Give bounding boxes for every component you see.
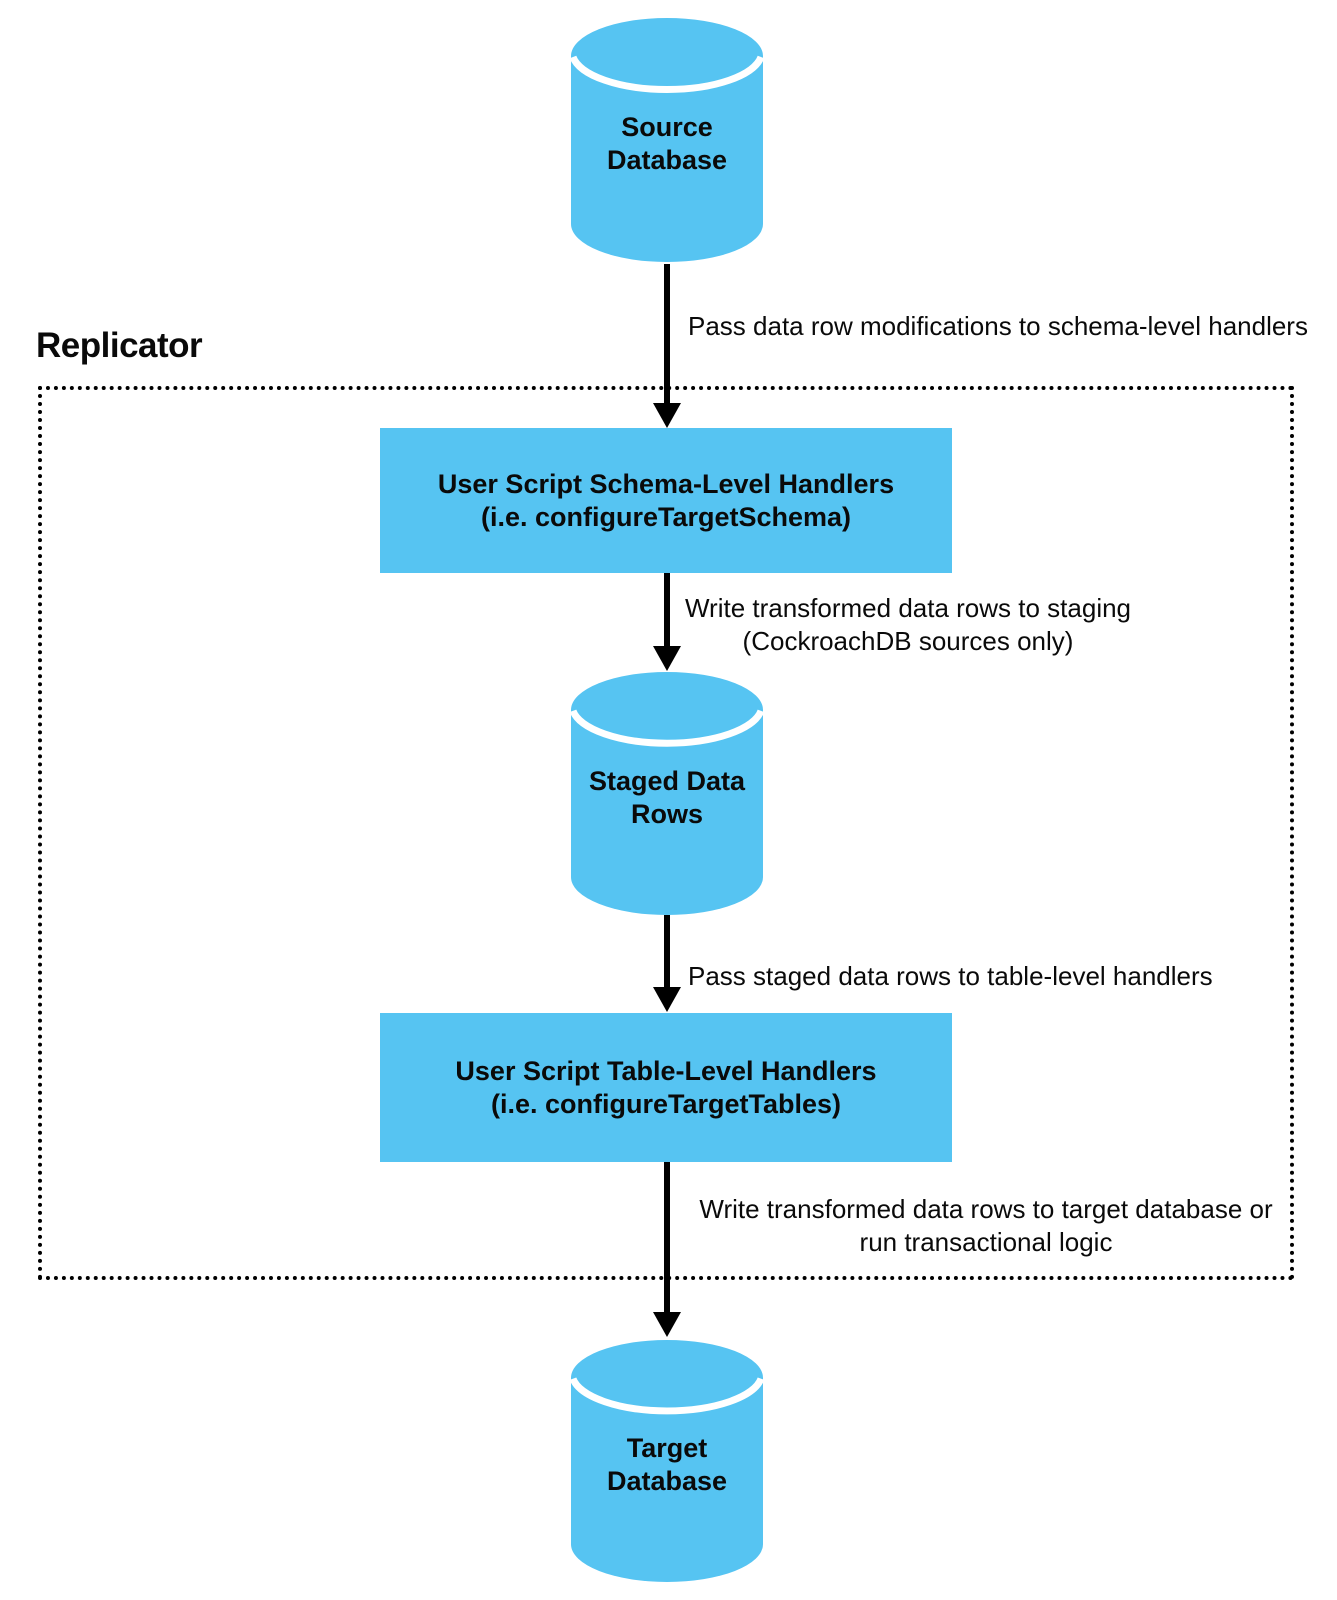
staged-data-rows-label-line2: Rows bbox=[630, 798, 703, 829]
edge-label-table-to-target: Write transformed data rows to target da… bbox=[678, 1193, 1294, 1259]
arrow-table-to-target-head bbox=[653, 1312, 681, 1337]
edge-label-staged-to-table: Pass staged data rows to table-level han… bbox=[688, 961, 1213, 991]
source-database-label: Source Database bbox=[571, 18, 763, 262]
arrow-table-to-target-line bbox=[664, 1162, 670, 1313]
staged-data-rows-node: Staged Data Rows bbox=[569, 672, 765, 915]
arrow-source-to-schema-line bbox=[664, 264, 670, 404]
target-database-label: Target Database bbox=[571, 1340, 763, 1582]
staged-data-rows-label: Staged Data Rows bbox=[571, 672, 763, 915]
edge-label-table-to-target-line1: Write transformed data rows to target da… bbox=[699, 1194, 1273, 1224]
arrow-schema-to-staged-line bbox=[664, 573, 670, 648]
database-cylinder-icon bbox=[569, 1340, 765, 1582]
source-database-node: Source Database bbox=[569, 18, 765, 262]
edge-label-schema-to-staged-line1: Write transformed data rows to staging bbox=[684, 593, 1132, 623]
source-database-label-line1: Source bbox=[621, 112, 713, 142]
arrow-staged-to-table-head bbox=[653, 987, 681, 1012]
edge-label-table-to-target-line2: run transactional logic bbox=[859, 1227, 1113, 1257]
target-database-label-line1: Target bbox=[626, 1433, 708, 1463]
database-cylinder-icon bbox=[569, 672, 765, 915]
replicator-title: Replicator bbox=[36, 326, 203, 365]
target-database-node: Target Database bbox=[569, 1340, 765, 1582]
staged-data-rows-label-line1: Staged Data bbox=[588, 765, 746, 796]
arrow-source-to-schema-head bbox=[653, 403, 681, 428]
schema-handlers-label-line1: User Script Schema-Level Handlers bbox=[437, 468, 895, 499]
arrow-schema-to-staged-head bbox=[653, 646, 681, 671]
edge-label-source-to-schema: Pass data row modifications to schema-le… bbox=[688, 311, 1308, 341]
table-handlers-label-line2: (i.e. configureTargetTables) bbox=[490, 1088, 842, 1119]
target-database-label-line2: Database bbox=[606, 1466, 728, 1496]
schema-handlers-label-line2: (i.e. configureTargetSchema) bbox=[480, 501, 852, 532]
source-database-label-line2: Database bbox=[606, 145, 728, 175]
arrow-staged-to-table-line bbox=[664, 915, 670, 988]
edge-label-schema-to-staged: Write transformed data rows to staging (… bbox=[678, 592, 1138, 658]
table-handlers-label-line1: User Script Table-Level Handlers bbox=[455, 1055, 877, 1086]
table-level-handlers-node: User Script Table-Level Handlers (i.e. c… bbox=[380, 1013, 952, 1162]
database-cylinder-icon bbox=[569, 18, 765, 262]
edge-label-schema-to-staged-line2: (CockroachDB sources only) bbox=[742, 626, 1074, 656]
schema-level-handlers-node: User Script Schema-Level Handlers (i.e. … bbox=[380, 428, 952, 573]
